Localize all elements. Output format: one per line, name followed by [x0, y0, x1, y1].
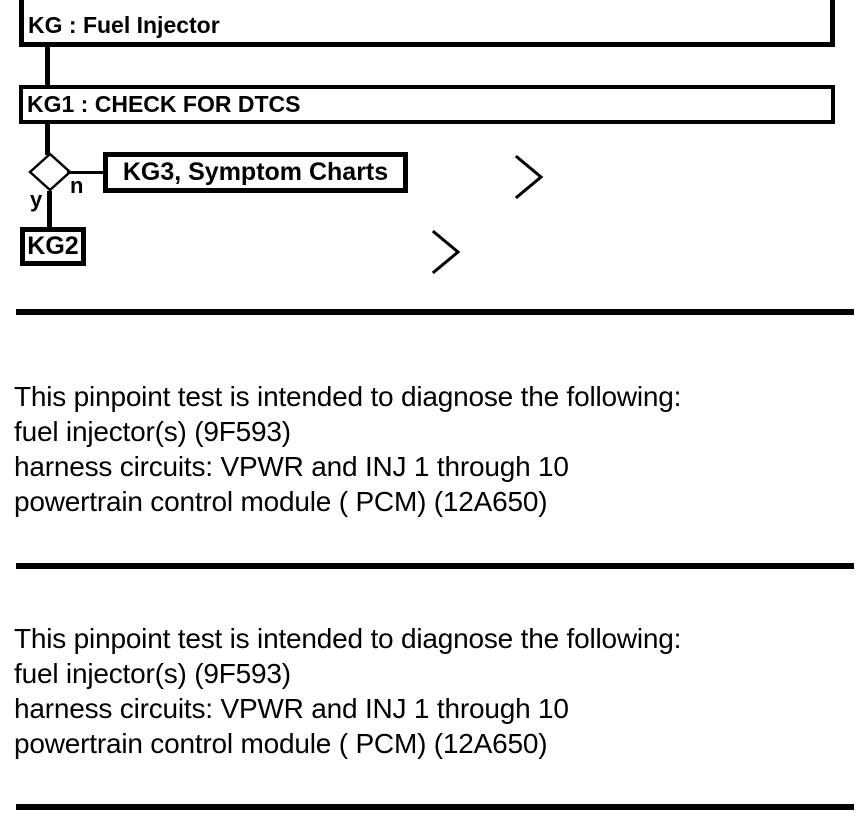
flowchart-node-kg3-label: KG3, Symptom Charts [122, 158, 389, 186]
connector-kg-kg1 [45, 46, 50, 86]
flowchart-node-kg2[interactable]: KG2 [20, 227, 86, 266]
pinpoint-test-description: This pinpoint test is intended to diagno… [14, 621, 856, 761]
pinpoint-test-description: This pinpoint test is intended to diagno… [14, 379, 856, 519]
description-line: powertrain control module ( PCM) (12A650… [14, 728, 548, 759]
description-line: harness circuits: VPWR and INJ 1 through… [14, 451, 569, 482]
chevron-right-icon[interactable] [427, 225, 465, 279]
flowchart-node-kg1-label: KG1 : CHECK FOR DTCS [27, 91, 301, 117]
description-line: fuel injector(s) (9F593) [14, 658, 291, 689]
flowchart-node-kg-label: KG : Fuel Injector [28, 12, 220, 38]
section-divider [16, 309, 854, 315]
description-line: This pinpoint test is intended to diagno… [14, 623, 682, 654]
section-divider [16, 804, 854, 810]
section-divider [16, 563, 854, 569]
description-line: fuel injector(s) (9F593) [14, 416, 291, 447]
decision-yes-label: y [30, 187, 43, 212]
decision-diamond-icon [28, 152, 72, 192]
description-line: powertrain control module ( PCM) (12A650… [14, 486, 548, 517]
decision-no-label: n [70, 173, 84, 198]
flowchart-node-kg3[interactable]: KG3, Symptom Charts [103, 152, 408, 193]
flowchart-node-kg[interactable]: KG : Fuel Injector [19, 0, 835, 47]
description-line: This pinpoint test is intended to diagno… [14, 381, 682, 412]
chevron-right-icon[interactable] [510, 150, 548, 204]
connector-decision-kg3 [67, 171, 103, 174]
connector-decision-kg2 [47, 191, 52, 228]
flowchart-node-kg2-label: KG2 [27, 232, 79, 260]
flowchart-node-kg1[interactable]: KG1 : CHECK FOR DTCS [19, 85, 835, 124]
connector-kg1-decision [45, 123, 50, 155]
description-line: harness circuits: VPWR and INJ 1 through… [14, 693, 569, 724]
